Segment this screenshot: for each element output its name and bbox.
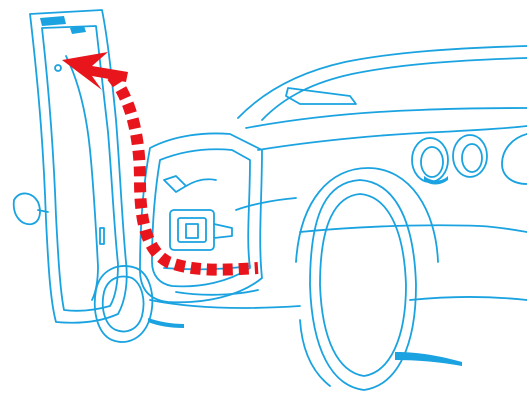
car-body bbox=[150, 46, 527, 390]
taillight-3 bbox=[502, 134, 527, 184]
wheel-arch bbox=[296, 168, 438, 262]
shoulder-line bbox=[258, 126, 527, 150]
latch-arm bbox=[214, 224, 232, 238]
roof-line bbox=[238, 46, 527, 118]
trunk-latch bbox=[170, 210, 232, 250]
rear-spoiler bbox=[286, 88, 356, 104]
latch-hook bbox=[186, 224, 198, 238]
rear-deck bbox=[246, 108, 527, 128]
rear-bumper bbox=[300, 225, 527, 232]
lower-sill bbox=[410, 297, 527, 300]
tyre-shadow-right bbox=[395, 352, 462, 366]
hinge-bracket bbox=[164, 176, 186, 192]
tyre-shadow-left bbox=[148, 318, 184, 328]
side-lower bbox=[150, 300, 300, 308]
arrow-shaft bbox=[112, 76, 258, 270]
side-line bbox=[236, 198, 296, 210]
tyre-inner bbox=[320, 194, 406, 376]
taillights bbox=[412, 134, 527, 184]
trunk-area bbox=[140, 133, 262, 302]
hinge-arm bbox=[186, 179, 216, 186]
trunk-lip bbox=[176, 290, 258, 295]
lid-strut bbox=[14, 193, 40, 224]
latch-housing bbox=[170, 210, 214, 250]
taillight-1-inner bbox=[421, 147, 443, 177]
taillight-2-inner bbox=[462, 144, 482, 172]
